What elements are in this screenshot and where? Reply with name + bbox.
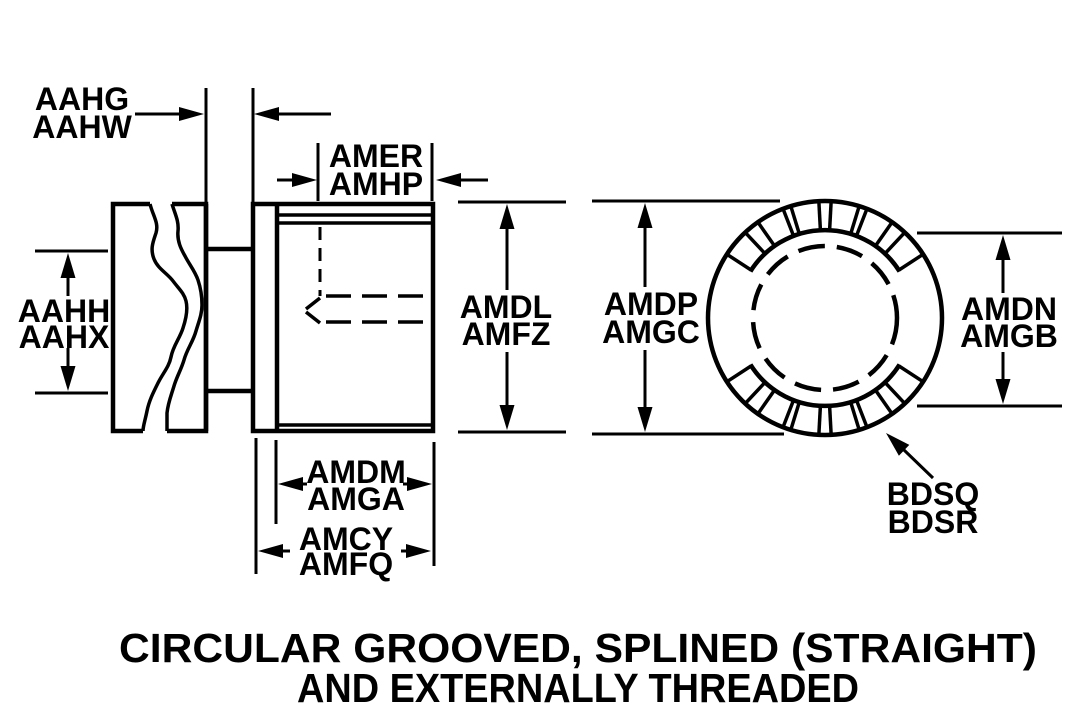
label-spline-reference-line2: BDSR [888, 504, 979, 540]
label-grooved-length-line1: AMDM [306, 454, 406, 490]
hidden-hole [304, 227, 432, 325]
hidden-bore-circle [750, 243, 900, 393]
label-grooved-length-line2: AMGA [307, 481, 405, 517]
label-outside-diameter-line1: AMDP [604, 286, 698, 322]
label-outside-diameter-line2: AMGC [602, 314, 700, 350]
spline-root-arc-bottom [748, 363, 902, 409]
label-thread-depth-line1: AMER [329, 138, 423, 174]
caption-line2: AND EXTERNALLY THREADED [297, 665, 859, 711]
neck [206, 246, 253, 394]
end-view [705, 198, 945, 438]
outer-circle [705, 198, 945, 438]
dim-grooved-length [254, 438, 436, 574]
spline-notches [726, 202, 924, 434]
label-body-diameter-line2: AMFZ [462, 316, 551, 352]
shaft-break-block [110, 201, 209, 434]
label-body-diameter-line1: AMDL [460, 289, 552, 325]
dim-overall-length [258, 544, 431, 558]
label-spline-root-diameter-line2: AMGB [960, 318, 1058, 354]
threaded-body [250, 201, 436, 434]
label-spline-root-diameter-line1: AMDN [961, 291, 1057, 327]
label-thread-depth-line2: AMHP [329, 166, 423, 202]
label-neck-diameter-line1: AAHH [18, 293, 110, 329]
leader-spline-reference [886, 433, 935, 480]
caption-line1: CIRCULAR GROOVED, SPLINED (STRAIGHT) [119, 625, 1037, 671]
spline-root-arc-top [748, 227, 902, 273]
label-neck-width-line1: AAHG [35, 81, 129, 117]
side-view [110, 201, 436, 434]
drill-point [304, 296, 322, 325]
labels: AAHG AAHW AMER AMHP AAHH AAHX AMDL AMFZ … [18, 81, 1058, 711]
break-line-right [165, 203, 204, 431]
label-spline-reference-line1: BDSQ [887, 476, 979, 512]
dim-neck-width [135, 88, 331, 246]
dim-spline-root-diameter [917, 231, 1062, 408]
dim-neck-diameter [35, 249, 108, 395]
break-line-left [141, 203, 189, 432]
label-neck-diameter-line2: AAHX [19, 319, 110, 355]
dim-outside-diameter [592, 199, 784, 436]
dim-body-diameter [458, 200, 566, 434]
label-overall-length-line1: AMCY [299, 521, 393, 557]
label-neck-width-line2: AAHW [32, 109, 132, 145]
label-overall-length-line2: AMFQ [299, 546, 393, 582]
dim-thread-depth [277, 143, 488, 201]
